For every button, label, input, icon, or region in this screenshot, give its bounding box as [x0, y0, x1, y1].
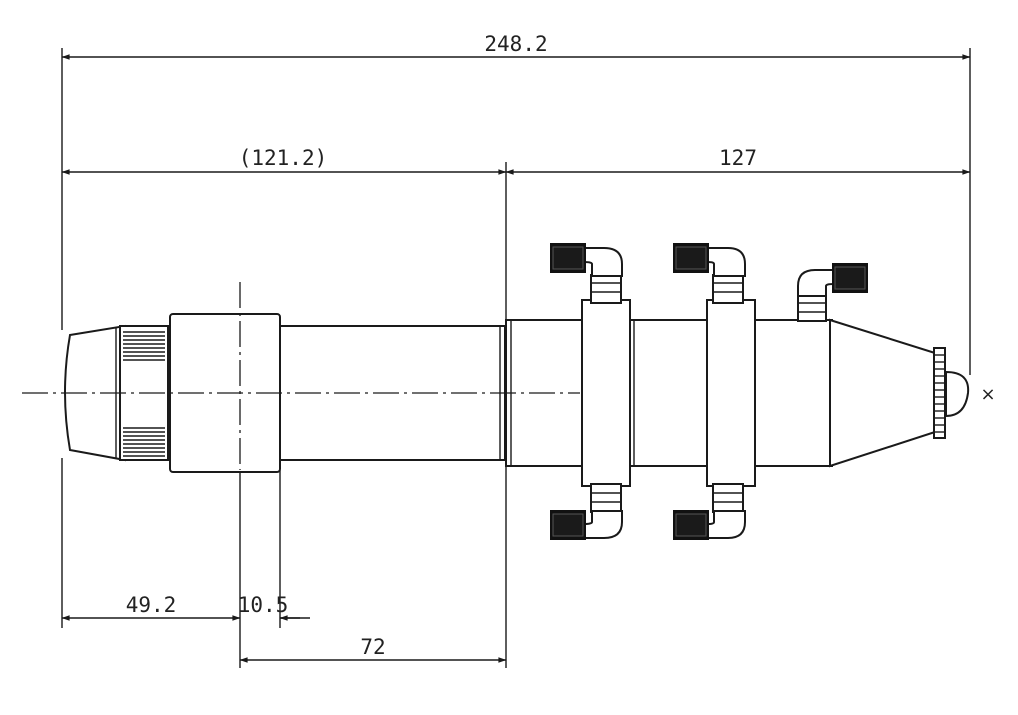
- fitting-top-right: [797, 263, 868, 322]
- knurl-top: [123, 331, 165, 361]
- knurl-bottom: [123, 427, 165, 457]
- fitting-top-middle: [673, 243, 746, 304]
- end-knurled-cap: [933, 347, 946, 439]
- fitting-bottom-left: [550, 483, 623, 540]
- dim-overall-label: 248.2: [484, 32, 547, 56]
- dim-front-label: (121.2): [239, 146, 328, 170]
- dim-collar-offset-label: 10.5: [238, 593, 289, 617]
- end-dome: [945, 370, 970, 418]
- dim-centerline-to-joint-label: 72: [360, 635, 385, 659]
- clamp-right: [706, 299, 756, 487]
- extension-lines: [61, 48, 971, 668]
- dim-rear-label: 127: [719, 146, 757, 170]
- end-mark: ×: [980, 384, 995, 405]
- center-lines: [22, 282, 580, 470]
- fitting-top-left: [550, 243, 623, 304]
- dim-front-to-centerline-label: 49.2: [126, 593, 177, 617]
- rear-cone: [829, 318, 936, 468]
- clamp-left: [581, 299, 635, 487]
- fitting-bottom-middle: [673, 483, 746, 540]
